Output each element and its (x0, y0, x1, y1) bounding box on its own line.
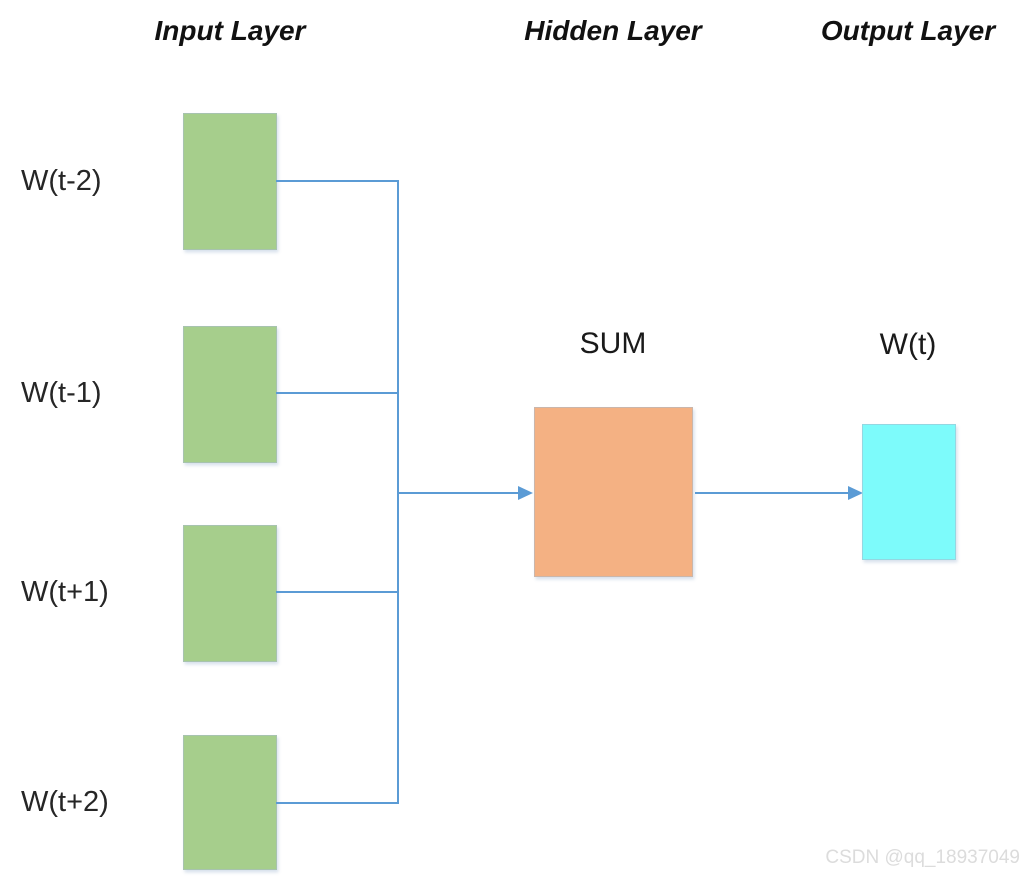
output-node-box (862, 424, 956, 560)
input-node-box-w-t-minus-2 (183, 113, 277, 250)
input-node-label-w-t-plus-1: W(t+1) (21, 576, 109, 608)
hidden-node-label: SUM (579, 327, 647, 360)
input-node-label-w-t-minus-2: W(t-2) (21, 165, 102, 197)
watermark: CSDN @qq_18937049 (825, 847, 1020, 868)
input-layer-title: Input Layer (154, 15, 306, 46)
connector-line-w-t-minus-2 (276, 180, 398, 182)
input-node-box-w-t-minus-1 (183, 326, 277, 463)
input-node-label-w-t-minus-1: W(t-1) (21, 377, 102, 409)
input-node-label-w-t-plus-2: W(t+2) (21, 786, 109, 818)
output-node-label: W(t) (879, 328, 937, 361)
arrowhead-to-hidden-icon (518, 486, 533, 500)
output-layer-title: Output Layer (820, 15, 996, 46)
input-node-box-w-t-plus-1 (183, 525, 277, 662)
input-node-box-w-t-plus-2 (183, 735, 277, 870)
connector-line-w-t-minus-1 (276, 392, 398, 394)
connector-line-w-t-plus-1 (276, 591, 398, 593)
connector-line-w-t-plus-2 (276, 802, 398, 804)
arrow-to-hidden-line (398, 492, 519, 494)
arrow-to-output-line (695, 492, 849, 494)
hidden-node-box (534, 407, 693, 577)
arrowhead-to-output-icon (848, 486, 863, 500)
hidden-layer-title: Hidden Layer (524, 15, 702, 46)
